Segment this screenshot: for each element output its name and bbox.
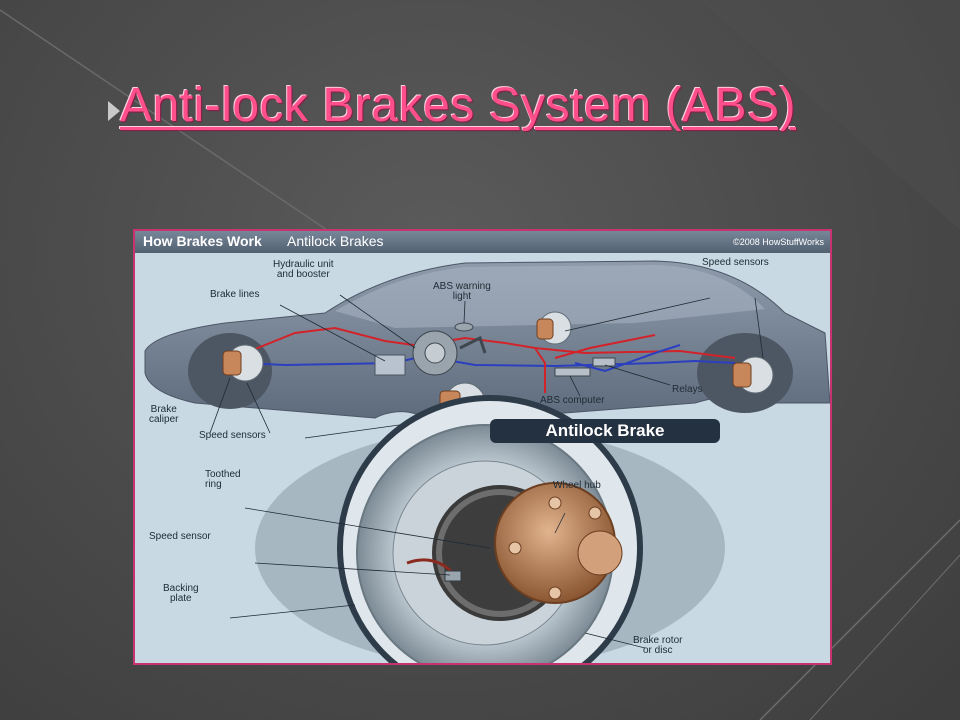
rear-left-brake <box>536 311 572 345</box>
abs-figure: How Brakes Work Antilock Brakes ©2008 Ho… <box>133 229 832 665</box>
label-speed-sensors-top: Speed sensors <box>702 257 769 268</box>
relays <box>592 357 616 367</box>
magnified-brake <box>255 395 725 663</box>
label-wheel-hub: Wheel hub <box>553 480 601 491</box>
hydraulic-unit <box>374 330 487 376</box>
abs-computer <box>554 367 591 377</box>
speed-sensor <box>444 570 462 582</box>
label-hydraulic-unit: Hydraulic unit and booster <box>273 259 334 280</box>
label-brake-rotor: Brake rotor or disc <box>633 635 683 656</box>
leader-lines-bottom <box>229 507 646 649</box>
label-speed-sensors-bottom: Speed sensors <box>199 430 266 441</box>
slide-title: Anti-lock Brakes System (ABS) <box>120 79 796 132</box>
antilock-brake-banner: Antilock Brake <box>490 419 720 443</box>
label-speed-sensor: Speed sensor <box>149 531 211 542</box>
label-toothed-ring: Toothed ring <box>205 469 241 490</box>
figure-header-title: How Brakes Work <box>143 233 262 249</box>
label-relays: Relays <box>672 384 703 395</box>
label-backing-plate: Backing plate <box>163 583 199 604</box>
abs-diagram <box>144 260 830 663</box>
title-bullet-icon <box>108 101 120 121</box>
figure-copyright: ©2008 HowStuffWorks <box>733 237 824 247</box>
rear-right-brake <box>732 356 774 394</box>
abs-warning-light <box>454 322 474 332</box>
figure-header-subtitle: Antilock Brakes <box>287 233 384 249</box>
front-left-brake <box>222 344 264 382</box>
label-abs-computer: ABS computer <box>540 395 605 406</box>
label-abs-warning-light: ABS warning light <box>433 281 491 302</box>
figure-header: How Brakes Work Antilock Brakes ©2008 Ho… <box>135 231 830 253</box>
label-brake-caliper: Brake caliper <box>149 404 179 425</box>
label-brake-lines: Brake lines <box>210 289 260 300</box>
